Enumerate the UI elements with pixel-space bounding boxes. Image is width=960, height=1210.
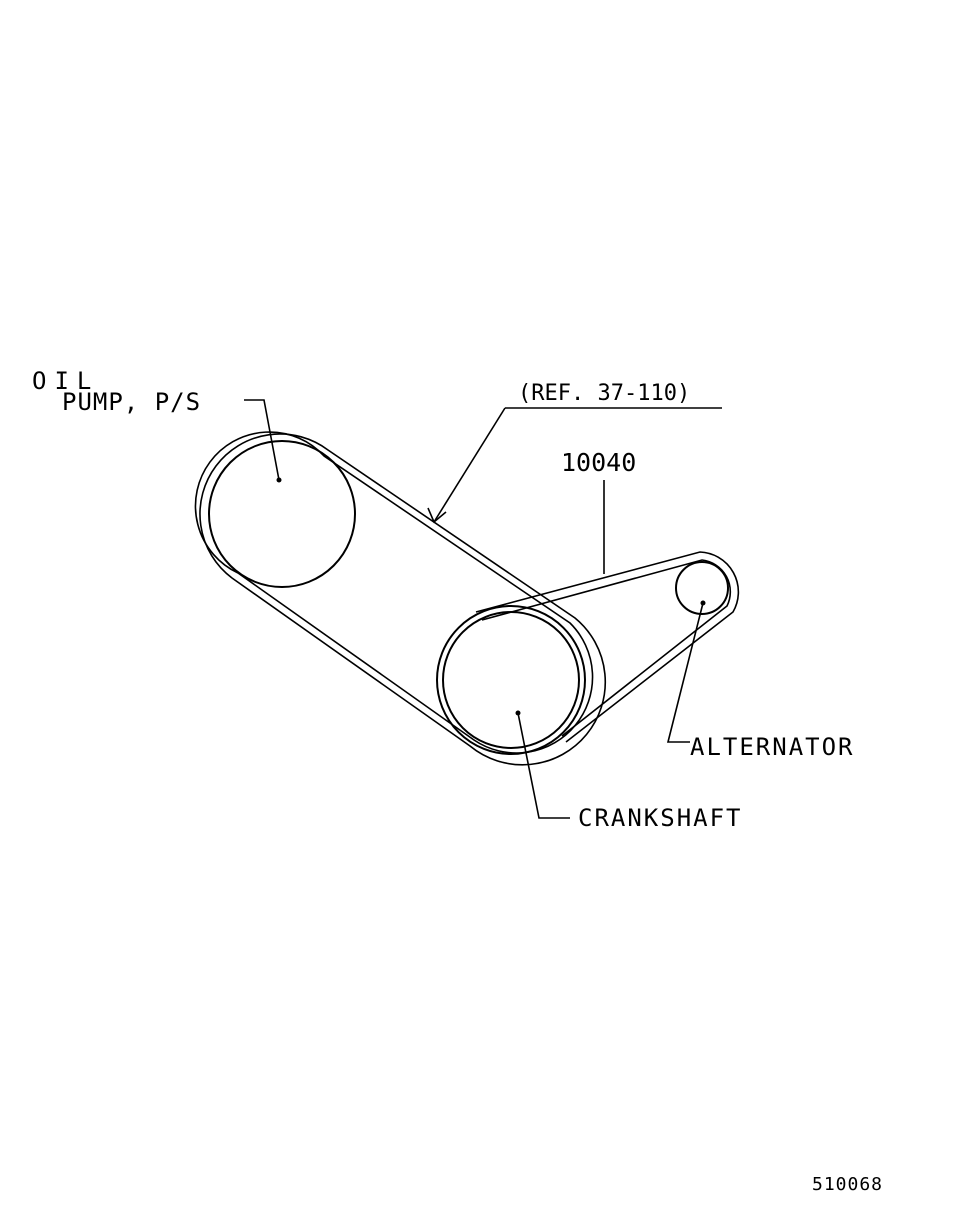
alternator-belt-inner [481, 559, 732, 737]
alternator-leader [666, 602, 704, 743]
ref-leader [433, 407, 506, 523]
alternator-belt-outer [475, 551, 740, 743]
drawing-number: 510068 [812, 1174, 883, 1195]
ref-arrowhead [427, 507, 447, 524]
crankshaft-pulley-inner [442, 611, 580, 749]
crankshaft-pulley-outer [436, 605, 586, 755]
oil-pump-leader [244, 399, 280, 481]
crankshaft-label: CRANKSHAFT [578, 804, 743, 832]
ref-label: (REF. 37-110) [518, 381, 690, 406]
alternator-label: ALTERNATOR [690, 733, 855, 761]
pump-belt-inner [194, 431, 594, 754]
part-number-label: 10040 [561, 448, 636, 477]
crankshaft-leader [517, 712, 570, 819]
alternator-pulley [675, 561, 729, 615]
pump-belt-outer [199, 433, 607, 766]
oil-pump-label-line2: PUMP, P/S [62, 388, 201, 416]
oil-pump-pulley [208, 440, 356, 588]
oil-pump-label-line1: OIL [32, 367, 99, 395]
